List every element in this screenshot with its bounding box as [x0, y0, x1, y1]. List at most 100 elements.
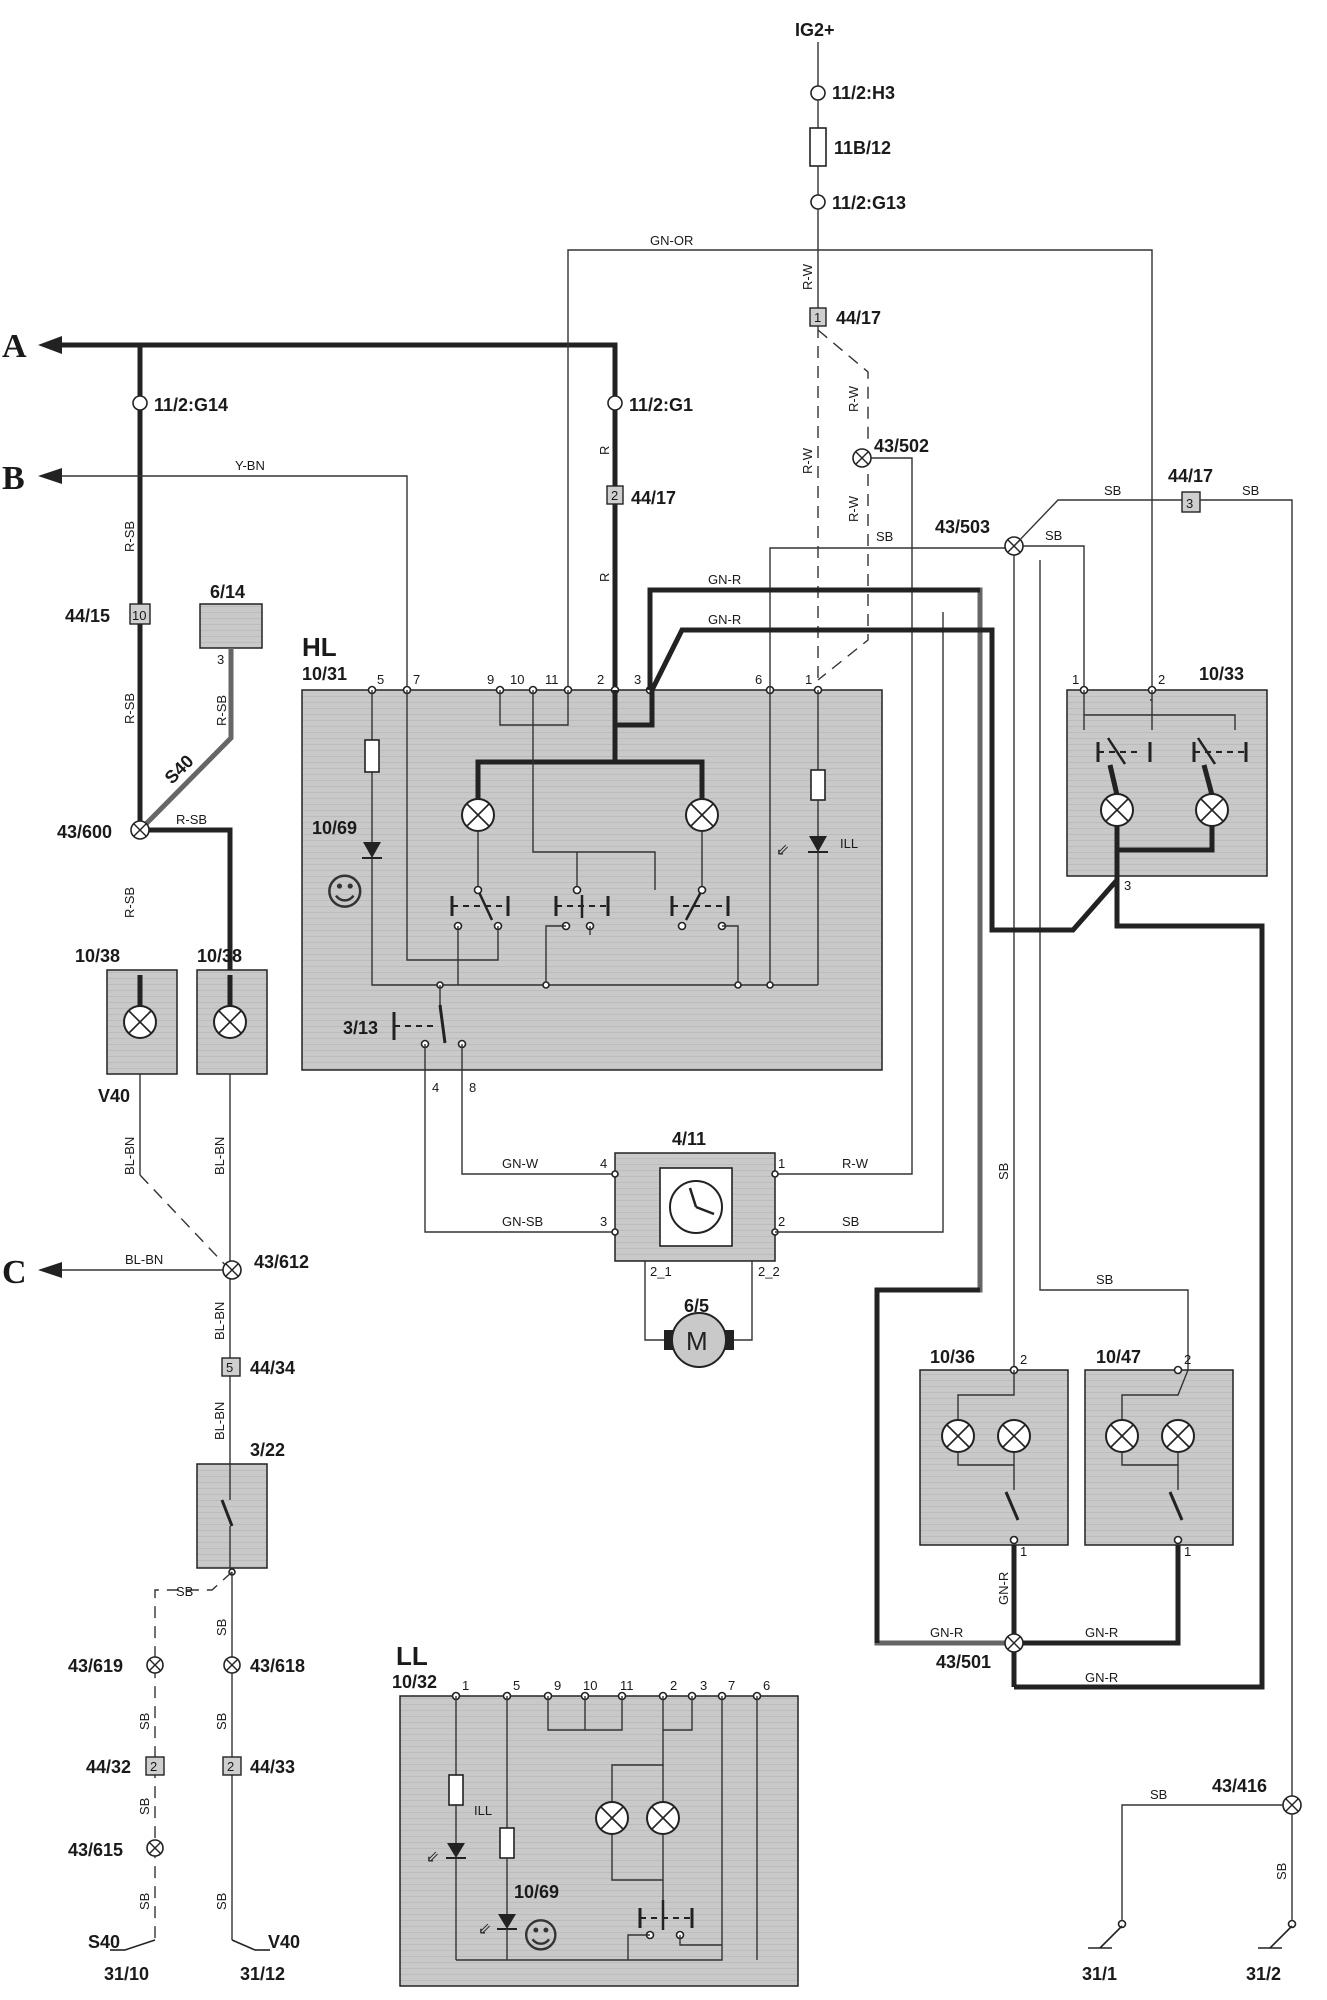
wire-label: GN-SB [502, 1214, 543, 1229]
wire-label: GN-R [930, 1625, 963, 1640]
pin-label: 3 [700, 1678, 707, 1693]
output-label-a: A [2, 328, 27, 365]
connector-label: 44/17 [631, 488, 676, 508]
connector-pin: 3 [1186, 496, 1193, 511]
wire-label: GN-R [996, 1572, 1011, 1605]
wire-label: SB [1242, 483, 1259, 498]
module-label: 10/38 [75, 946, 120, 966]
pin-label: 10 [510, 672, 524, 687]
pin-label: 3 [1124, 878, 1131, 893]
hl-switch [450, 885, 510, 931]
seatbelt-icon: ☺ [522, 1916, 560, 1957]
pin-label: 9 [554, 1678, 561, 1693]
ground-label: 31/1 [1082, 1964, 1117, 1984]
pin-label: 2_1 [650, 1264, 672, 1279]
pin-label: 9 [487, 672, 494, 687]
connector-label: 11/2:H3 [832, 83, 895, 103]
wire-label: SB [1045, 528, 1062, 543]
output-a: A 11/2:G14 11/2:G1 R 2 44/17 R R-SB 10 4… [2, 328, 693, 918]
ground-label: 31/2 [1246, 1964, 1281, 1984]
module-10-36: 10/36 2 1 [919, 1347, 1069, 1559]
connector-box [221, 1357, 241, 1377]
connector-label: 44/17 [1168, 466, 1213, 486]
splice-label: 43/612 [254, 1252, 309, 1272]
wire-label: GN-R [1085, 1670, 1118, 1685]
wire-label: SB [137, 1713, 152, 1730]
connector-terminal [810, 194, 826, 210]
splice-label: 43/502 [874, 436, 929, 456]
connector-label: 44/15 [65, 606, 110, 626]
pin-label: 2 [1020, 1352, 1027, 1367]
seatbelt-icon: ☺ [325, 870, 365, 914]
pin-label: 3 [634, 672, 641, 687]
pin-label: 2 [670, 1678, 677, 1693]
wire-label: SB [1274, 1863, 1289, 1880]
output-label-c: C [2, 1254, 27, 1291]
wire-label: SB [137, 1798, 152, 1815]
pin-label: 1 [778, 1156, 785, 1171]
wire-label: R-W [846, 385, 861, 412]
connector-label: 44/33 [250, 1757, 295, 1777]
connector-terminal [810, 85, 826, 101]
module-title: LL [396, 1641, 428, 1671]
pin-label: 4 [600, 1156, 607, 1171]
wire-label: R [597, 446, 612, 455]
pin-label: 7 [728, 1678, 735, 1693]
connector-terminal [132, 395, 148, 411]
connector-box [129, 603, 151, 625]
wire-label: SB [176, 1584, 193, 1599]
wire-label: R [597, 573, 612, 582]
wire-label: S40 [161, 751, 198, 788]
motor-symbol: M [686, 1326, 708, 1356]
wire-label: R-SB [122, 887, 137, 918]
module-hl: HL 10/31 5 7 9 10 11 2 3 6 1 [301, 632, 883, 1095]
light-emission-icon: ⇙ [426, 1847, 439, 1866]
wire-label: SB [876, 529, 893, 544]
motor-6-5: 6/5 M [664, 1296, 734, 1368]
pin-label: 1 [805, 672, 812, 687]
ground-label: 31/10 [104, 1964, 149, 1984]
wire-label: SB [1096, 1272, 1113, 1287]
bl-bn-wiring: BL-BN BL-BN 43/612 C BL-BN BL-BN 5 44/34… [2, 1074, 309, 1472]
wire-label: BL-BN [212, 1302, 227, 1340]
splice-label: 43/619 [68, 1656, 123, 1676]
ground-note: S40 [88, 1932, 120, 1952]
module-label: 3/22 [250, 1440, 285, 1460]
hl-switch [554, 885, 610, 931]
ground-note: V40 [268, 1932, 300, 1952]
gn-or-wire: GN-OR [567, 233, 1153, 690]
fuse-label: 11B/12 [834, 138, 891, 158]
wire-label: R-SB [214, 695, 229, 726]
wire-label: SB [137, 1893, 152, 1910]
pin-label: 2 [597, 672, 604, 687]
splice-43-600: R-SB 43/600 [57, 812, 233, 975]
pin-label: 11 [545, 672, 559, 687]
ll-pins: 1 5 9 10 11 2 3 7 6 [451, 1678, 770, 1701]
module-title: HL [302, 632, 337, 662]
pin-label: 3 [600, 1214, 607, 1229]
module-label: 10/47 [1096, 1347, 1141, 1367]
pin-label: 4 [432, 1080, 439, 1095]
pin-label: 1 [1020, 1544, 1027, 1559]
wire-label: BL-BN [125, 1252, 163, 1267]
wire-label: GN-R [708, 572, 741, 587]
splice-label: 43/615 [68, 1840, 123, 1860]
wire-label: GN-OR [650, 233, 693, 248]
connector-pin: 5 [226, 1360, 233, 1375]
connector-label: 11/2:G1 [629, 395, 693, 415]
ill-label: ILL [840, 836, 858, 851]
splice-label: 43/501 [936, 1652, 991, 1672]
module-label: 4/11 [672, 1129, 706, 1149]
hl-switch [670, 885, 730, 931]
pin-label: 7 [413, 672, 420, 687]
right-ground-wiring: 43/416 SB SB 31/1 31/2 [1082, 1776, 1302, 1984]
module-ll: LL 10/32 1 5 9 10 11 2 3 7 6 [392, 1641, 799, 1987]
gn-r-wiring: GN-R GN-R GN-R GN-R GN-R GN-R 43/501 [647, 572, 1265, 1690]
wire-label: GN-R [1085, 1625, 1118, 1640]
module-4-11: 4/11 GN-W GN-SB 4 1 3 2 R-W SB 2_1 2_2 [424, 612, 944, 1341]
wire-label: R-W [846, 495, 861, 522]
splice-label: 43/416 [1212, 1776, 1267, 1796]
pin-label: 10 [583, 1678, 597, 1693]
connector-pin: 10 [132, 608, 146, 623]
